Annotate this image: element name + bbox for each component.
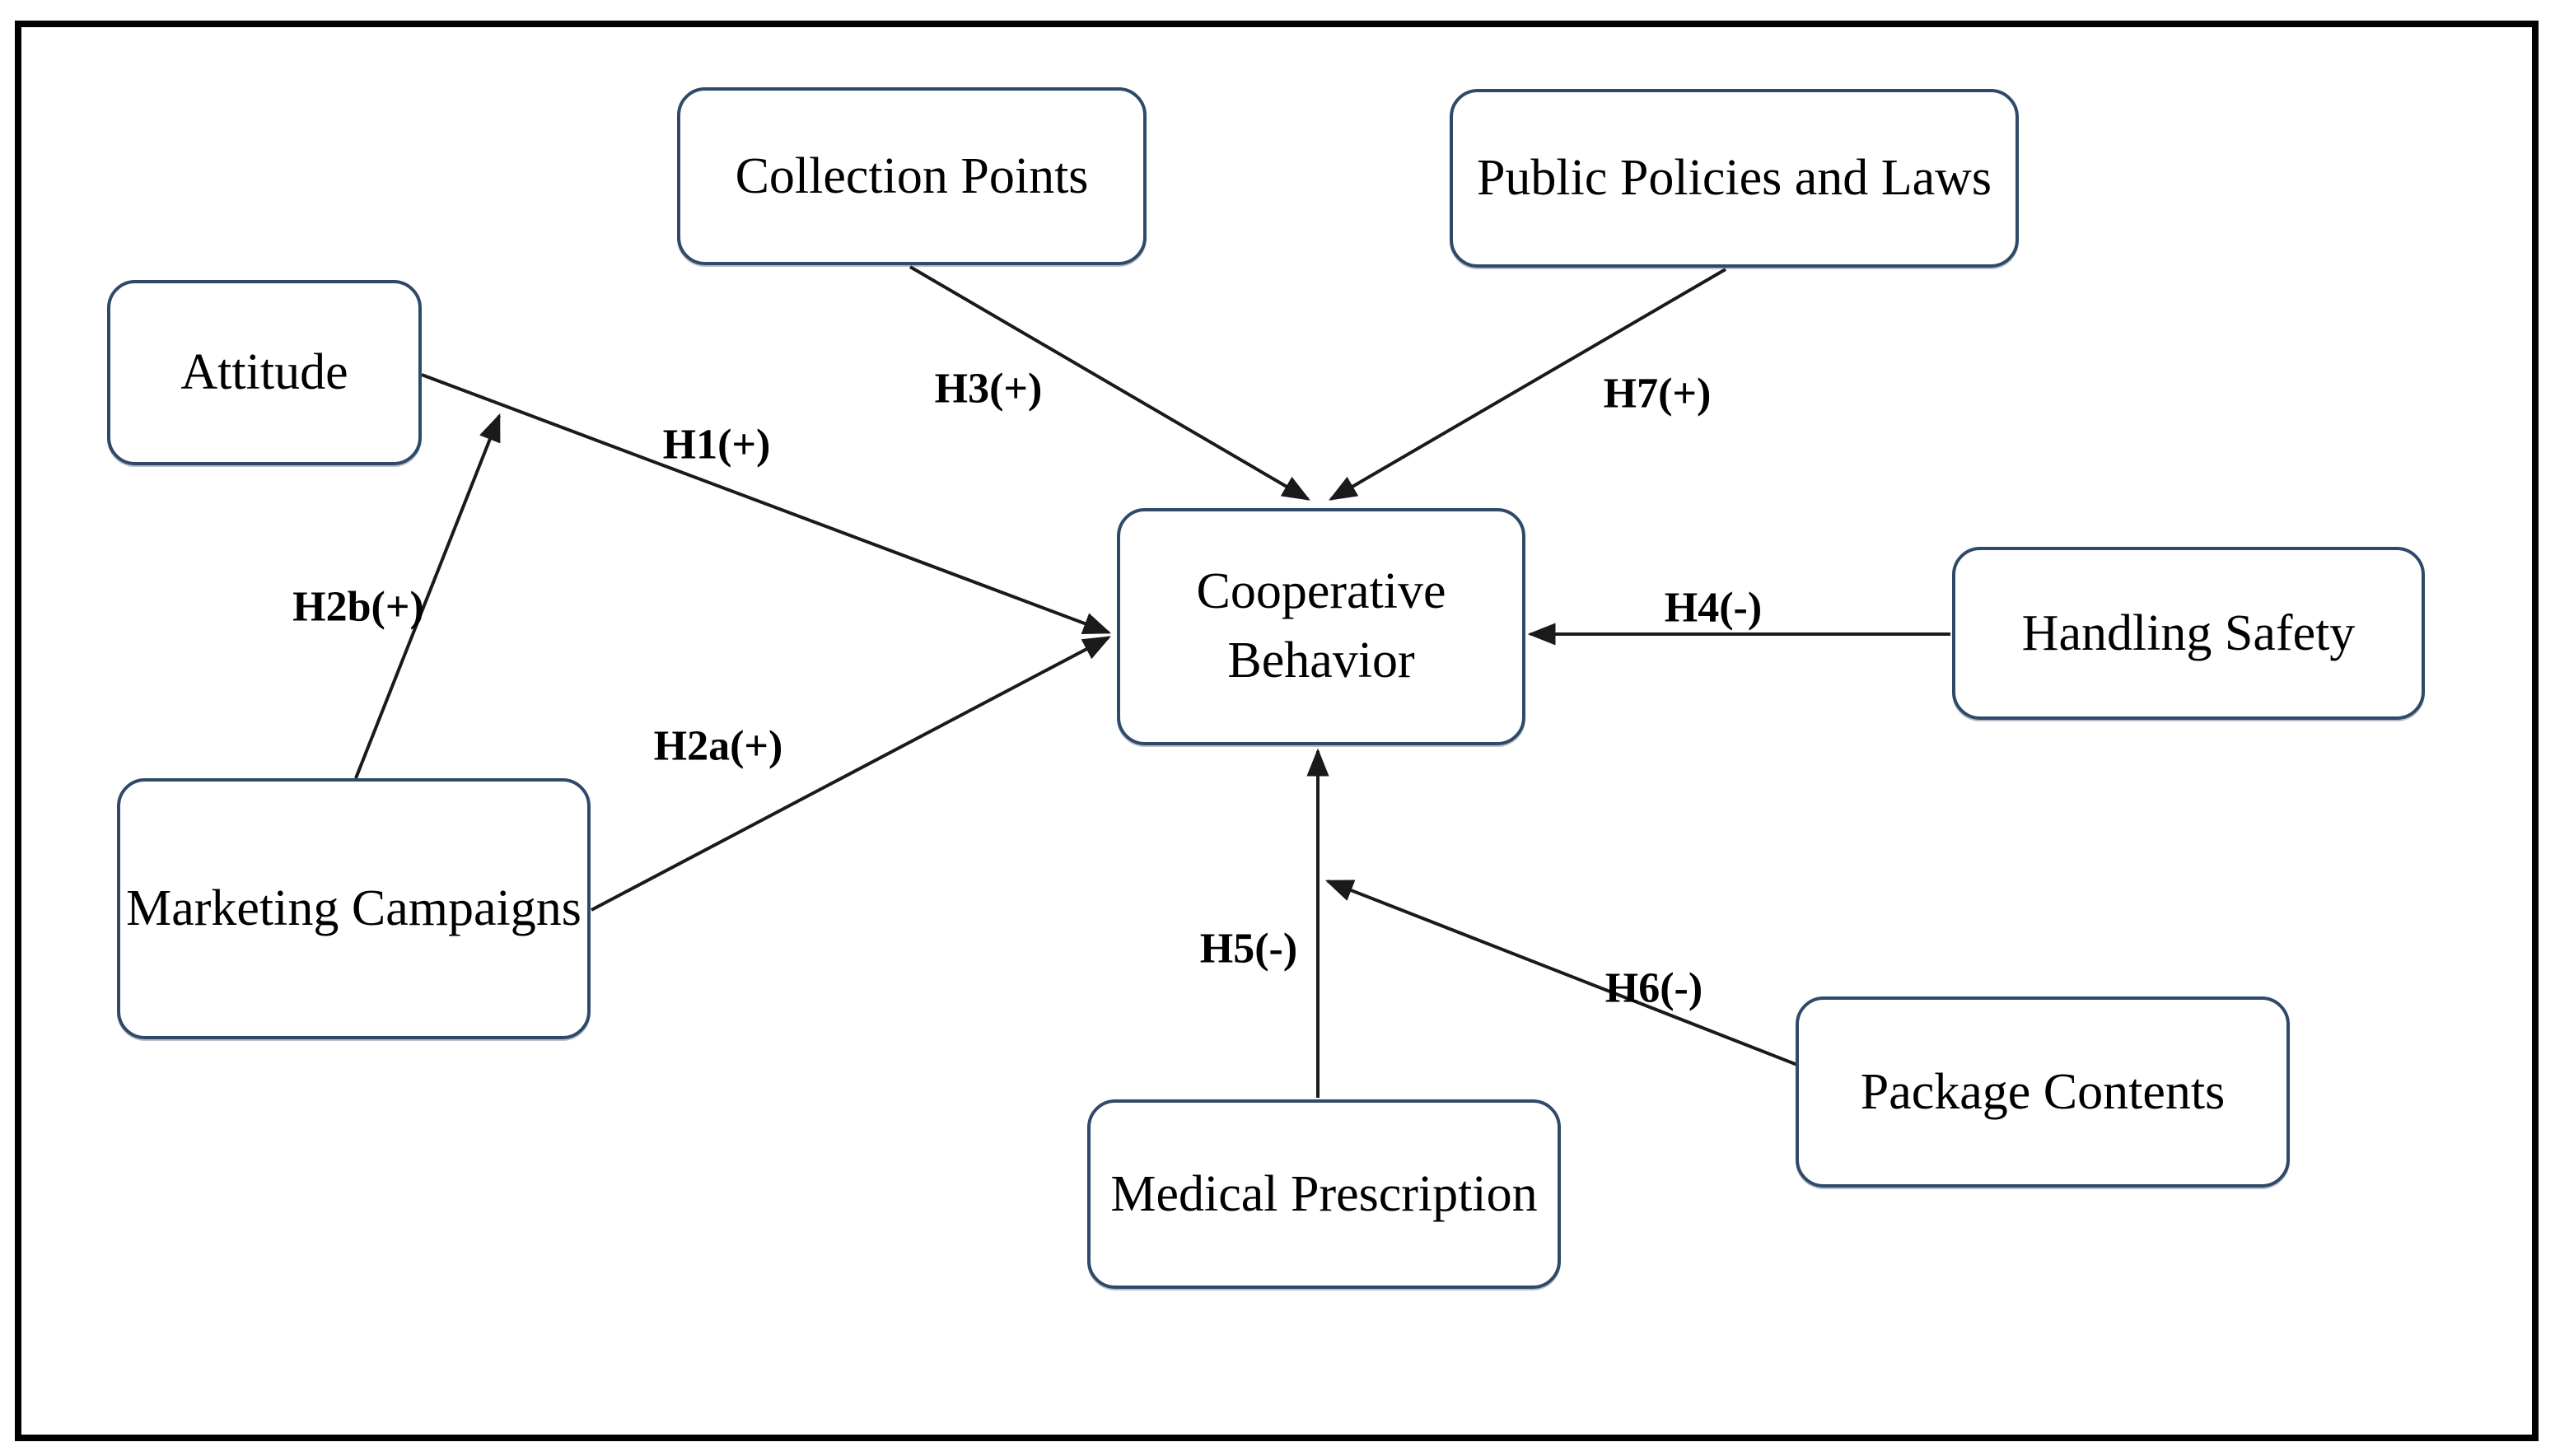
arrow-h3-collection-points-to-cooperative bbox=[908, 265, 1310, 501]
edge-label-h5: H5(-) bbox=[1199, 925, 1298, 973]
edge-label-h2a: H2a(+) bbox=[653, 722, 783, 770]
arrow-h1-attitude-to-cooperative bbox=[421, 373, 1112, 634]
edge-label-h4: H4(-) bbox=[1664, 584, 1763, 632]
node-cooperative-behavior: Cooperative Behavior bbox=[1117, 508, 1525, 745]
node-collection-points: Collection Points bbox=[677, 87, 1147, 265]
arrow-h2b-marketing-to-attitude bbox=[354, 413, 501, 779]
node-handling-safety: Handling Safety bbox=[1952, 547, 2425, 720]
edge-label-h7: H7(+) bbox=[1603, 370, 1712, 418]
node-marketing-campaigns: Marketing Campaigns bbox=[117, 778, 591, 1039]
edge-label-h3: H3(+) bbox=[934, 365, 1043, 413]
node-package-contents: Package Contents bbox=[1796, 996, 2290, 1188]
arrow-h7-public-policies-to-cooperative bbox=[1329, 268, 1727, 501]
node-attitude: Attitude bbox=[107, 280, 422, 465]
edge-label-h2b: H2b(+) bbox=[292, 583, 424, 631]
node-public-policies-and-laws: Public Policies and Laws bbox=[1450, 89, 2019, 268]
edge-label-h6: H6(-) bbox=[1604, 964, 1703, 1012]
arrow-h2a-marketing-to-cooperative bbox=[591, 636, 1112, 912]
node-medical-prescription: Medical Prescription bbox=[1087, 1099, 1561, 1289]
edge-label-h1: H1(+) bbox=[662, 421, 771, 469]
arrow-h6-package-contents-to-h5-line bbox=[1324, 880, 1798, 1066]
